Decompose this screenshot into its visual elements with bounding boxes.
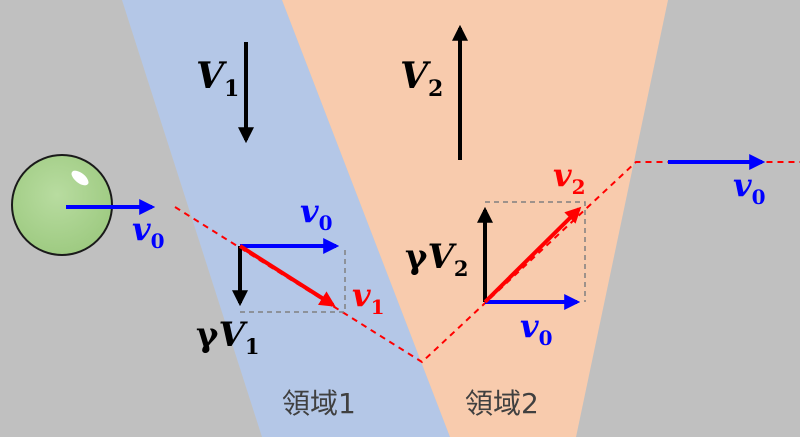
v2-arrow (483, 206, 582, 304)
v2-label: v2 (553, 156, 586, 199)
region2-helper-lines (485, 201, 586, 302)
V2-label: V2 (400, 55, 443, 102)
gammaV2-label: γV2 (405, 237, 468, 281)
v0-region2-label: v0 (520, 307, 553, 350)
v0-left-label: v0 (132, 210, 165, 253)
region1-helper-lines (240, 250, 346, 313)
region-1-label: 領域1 (282, 387, 356, 420)
V1-label: V1 (196, 55, 239, 102)
ball-highlight (71, 170, 89, 186)
region-2-label: 領域2 (465, 387, 539, 420)
region-2 (282, 0, 668, 437)
v1-label: v1 (352, 276, 385, 319)
v1-arrow (238, 244, 336, 307)
v0-region1-label: v0 (300, 192, 333, 235)
gammaV1-label: γV1 (196, 315, 259, 359)
region-1 (122, 0, 450, 437)
v0-right-label: v0 (733, 166, 766, 209)
